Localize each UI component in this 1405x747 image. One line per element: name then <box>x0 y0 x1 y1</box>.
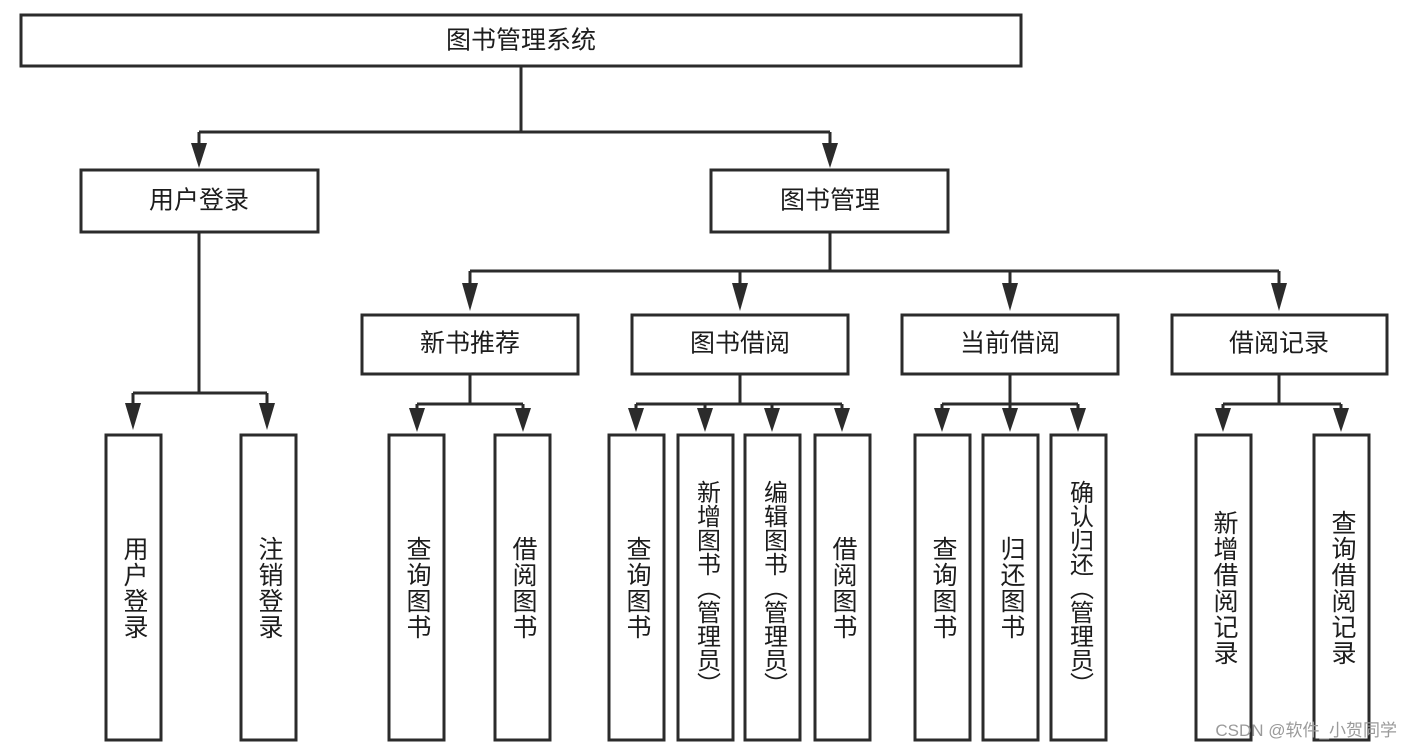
node-new-book-recommend[interactable]: 新书推荐 <box>360 313 580 376</box>
node-current-borrow[interactable]: 当前借阅 <box>900 313 1120 376</box>
node-book-borrow[interactable]: 图书借阅 <box>630 313 850 376</box>
leaf-boxes-new-book <box>387 433 552 742</box>
arrow-head-cb-leaf-2 <box>1070 408 1086 432</box>
leaf-boxes-borrow-record <box>1194 433 1371 742</box>
arrow-head-br-leaf-0 <box>1215 408 1231 432</box>
leaf-box-book-borrow-3[interactable] <box>813 433 872 742</box>
arrow-head-book-mgmt <box>822 143 838 168</box>
arrow-head-l3-1 <box>732 283 748 311</box>
arrow-head-cb-leaf-0 <box>934 408 950 432</box>
node-user-login-box[interactable] <box>79 168 320 234</box>
node-book-borrow-label: 图书借阅 <box>690 330 790 358</box>
node-borrow-record-box[interactable] <box>1170 313 1389 376</box>
node-book-management-label: 图书管理 <box>780 187 880 215</box>
arrow-head-l3-3 <box>1271 283 1287 311</box>
leaf-box-user-login-1[interactable] <box>239 433 298 742</box>
node-user-login[interactable]: 用户登录 <box>79 168 320 234</box>
leaf-box-book-borrow-1[interactable] <box>676 433 735 742</box>
arrow-head-br-leaf-1 <box>1333 408 1349 432</box>
leaf-box-current-borrow-0[interactable] <box>913 433 972 742</box>
leaf-box-borrow-record-0[interactable] <box>1194 433 1253 742</box>
arrow-head-l3-0 <box>462 283 478 311</box>
node-user-login-label: 用户登录 <box>149 187 249 215</box>
node-current-borrow-label: 当前借阅 <box>960 330 1060 358</box>
connector-user-login-to-leaves <box>125 232 275 430</box>
node-borrow-record[interactable]: 借阅记录 <box>1170 313 1389 376</box>
leaf-box-borrow-record-1[interactable] <box>1312 433 1371 742</box>
connector-book-borrow-to-leaves <box>628 374 850 432</box>
arrow-head-cb-leaf-1 <box>1002 408 1018 432</box>
node-root-label: 图书管理系统 <box>446 27 596 55</box>
arrow-head-nb-leaf-1 <box>515 408 531 432</box>
connector-borrow-record-to-leaves <box>1215 374 1349 432</box>
leaf-box-current-borrow-2[interactable] <box>1049 433 1108 742</box>
connector-current-borrow-to-leaves <box>934 374 1086 432</box>
connector-root-to-level2 <box>191 66 838 168</box>
leaf-box-book-borrow-0[interactable] <box>607 433 666 742</box>
arrow-head-l3-2 <box>1002 283 1018 311</box>
node-book-borrow-box[interactable] <box>630 313 850 376</box>
node-book-management[interactable]: 图书管理 <box>709 168 950 234</box>
node-current-borrow-box[interactable] <box>900 313 1120 376</box>
arrow-head-user-login <box>191 143 207 168</box>
arrow-head-ul-leaf-0 <box>125 403 141 430</box>
node-borrow-record-label: 借阅记录 <box>1229 330 1329 358</box>
leaf-box-new-book-1[interactable] <box>493 433 552 742</box>
arrow-head-bb-leaf-2 <box>764 408 780 432</box>
connector-new-book-to-leaves <box>409 374 531 432</box>
node-root[interactable]: 图书管理系统 <box>19 13 1023 68</box>
connector-book-mgmt-to-level3 <box>462 232 1287 311</box>
leaf-boxes-book-borrow <box>607 433 872 742</box>
node-root-box[interactable] <box>19 13 1023 68</box>
node-book-management-box[interactable] <box>709 168 950 234</box>
leaf-box-current-borrow-1[interactable] <box>981 433 1040 742</box>
arrow-head-ul-leaf-1 <box>259 403 275 430</box>
leaf-box-user-login-0[interactable] <box>104 433 163 742</box>
arrow-head-nb-leaf-0 <box>409 408 425 432</box>
leaf-box-book-borrow-2[interactable] <box>743 433 802 742</box>
node-new-book-recommend-label: 新书推荐 <box>420 330 520 358</box>
leaf-box-new-book-0[interactable] <box>387 433 446 742</box>
leaf-boxes-current-borrow <box>913 433 1108 742</box>
arrow-head-bb-leaf-0 <box>628 408 644 432</box>
arrow-head-bb-leaf-3 <box>834 408 850 432</box>
arrow-head-bb-leaf-1 <box>697 408 713 432</box>
node-new-book-recommend-box[interactable] <box>360 313 580 376</box>
leaf-boxes-user-login <box>104 433 298 742</box>
